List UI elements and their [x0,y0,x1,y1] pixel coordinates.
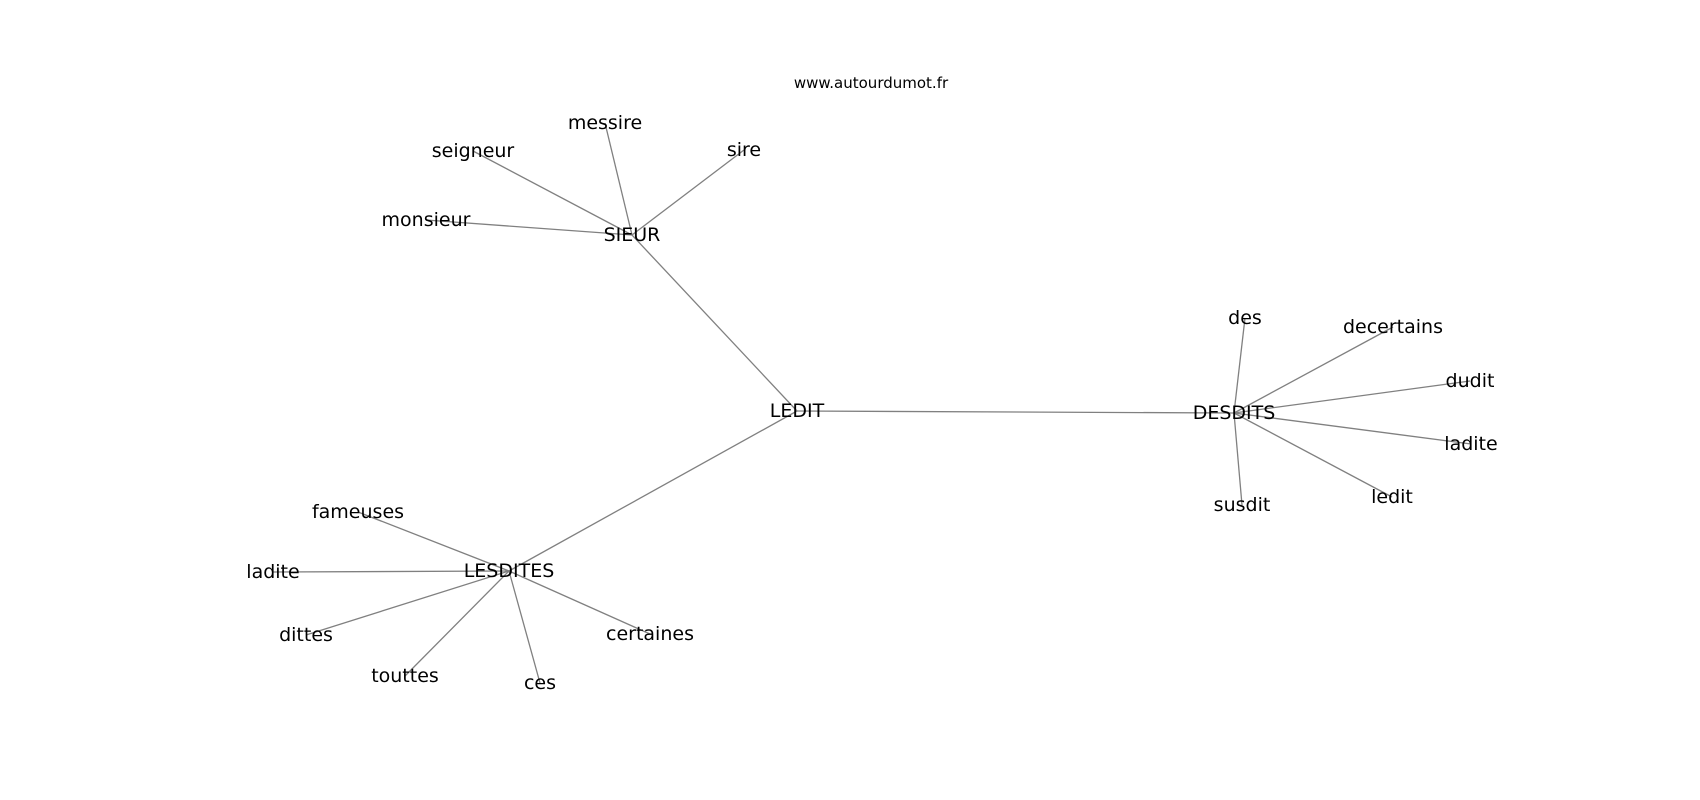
node-leaf-ladite-left: ladite [246,561,299,583]
node-center-ledit: LEDIT [770,400,825,422]
node-leaf-susdit: susdit [1214,494,1271,516]
node-hub-desdits: DESDITS [1193,402,1276,424]
node-leaf-sire: sire [727,139,761,161]
node-leaf-des: des [1228,307,1262,329]
node-leaf-ledit: ledit [1371,486,1413,508]
edge-lesdites-touttes [404,570,510,677]
node-leaf-messire: messire [568,112,642,134]
edge-sieur-sire [631,149,745,236]
node-leaf-monsieur: monsieur [382,209,471,231]
edge-center-desdits [796,410,1235,414]
edge-desdits-des [1233,317,1246,414]
node-leaf-dudit: dudit [1446,370,1495,392]
edge-layer [272,122,1472,684]
edge-center-lesdites [508,410,798,572]
node-hub-sieur: SIEUR [604,224,661,246]
label-layer: www.autourdumot.fr LEDIT SIEUR messire seig… [246,74,1497,694]
node-hub-lesdites: LESDITES [464,560,555,582]
node-leaf-dittes: dittes [279,624,333,646]
edge-lesdites-ces [508,570,541,684]
node-leaf-ces: ces [524,672,556,694]
node-leaf-decertains: decertains [1343,316,1443,338]
node-leaf-seigneur: seigneur [432,140,515,162]
edge-lesdites-fameuses [357,511,510,572]
edge-desdits-decertains [1233,326,1394,414]
edge-center-sieur [631,234,798,412]
edge-sieur-monsieur [425,219,633,236]
node-leaf-fameuses: fameuses [312,501,404,523]
node-leaf-touttes: touttes [371,665,439,687]
edge-desdits-ladite-right [1233,412,1472,445]
site-url: www.autourdumot.fr [794,74,949,92]
edge-desdits-dudit [1233,380,1471,414]
edge-desdits-ledit [1233,412,1393,498]
edge-lesdites-ladite-left [272,570,510,573]
node-leaf-ladite-right: ladite [1444,433,1497,455]
edge-desdits-susdit [1233,412,1243,506]
edge-lesdites-dittes [305,570,510,636]
node-leaf-certaines: certaines [606,623,694,645]
edge-lesdites-certaines [508,570,651,635]
edge-sieur-messire [604,122,633,236]
edge-sieur-seigneur [472,150,633,236]
